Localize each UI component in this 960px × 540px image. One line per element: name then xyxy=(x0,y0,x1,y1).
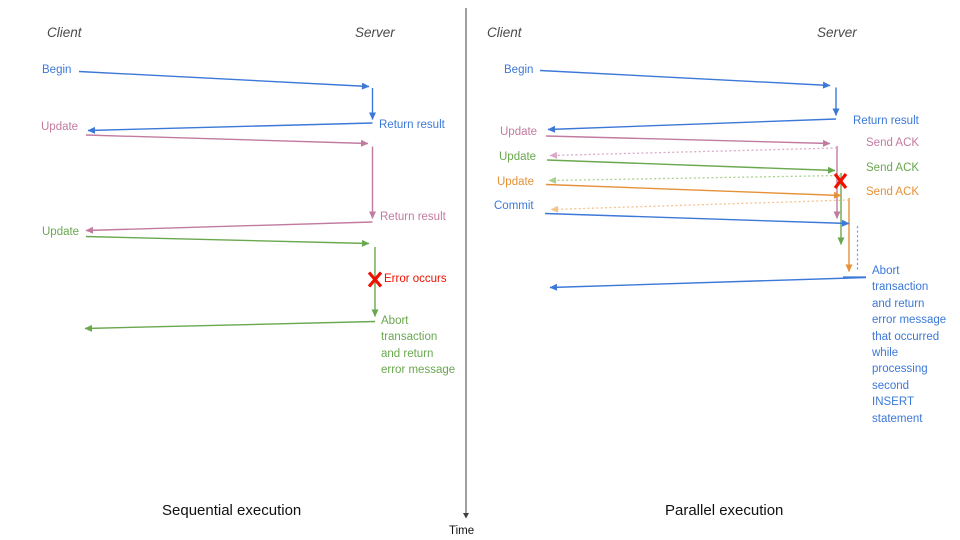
par-client-header: Client xyxy=(487,25,522,40)
par-ack2-dotted-arrow xyxy=(548,174,842,184)
par-return-result-label: Return result xyxy=(853,115,919,127)
par-begin-request-arrow xyxy=(539,69,831,89)
par-update-3-label: Update xyxy=(497,176,535,188)
par-update-1-label: Update xyxy=(500,126,538,138)
seq-return-result-1-label: Return result xyxy=(379,119,445,131)
par-ack3-dotted-arrow xyxy=(550,199,850,213)
seq-update1-response-arrow xyxy=(85,221,373,234)
seq-abort-label: Abort transaction and return error messa… xyxy=(381,315,456,377)
seq-update-1-label: Update xyxy=(41,121,79,133)
par-begin-response-arrow xyxy=(547,118,837,133)
sequential-execution-caption: Sequential execution xyxy=(162,502,302,519)
seq-error-x-icon xyxy=(367,271,383,288)
par-commit-flow xyxy=(544,212,867,291)
par-send-ack-1-label: Send ACK xyxy=(866,137,920,149)
seq-begin-flow xyxy=(78,70,376,134)
par-commit-label: Commit xyxy=(494,200,534,212)
par-update1-request-arrow xyxy=(545,135,831,147)
par-send-ack-2-label: Send ACK xyxy=(866,162,920,174)
time-axis-label: Time xyxy=(449,525,475,537)
par-begin-flow xyxy=(539,69,840,133)
par-update3-flow xyxy=(545,183,853,272)
seq-update1-flow xyxy=(85,134,376,234)
seq-server-header: Server xyxy=(355,25,395,40)
par-commit-request-arrow xyxy=(544,212,850,227)
seq-update2-request-arrow xyxy=(85,235,370,247)
seq-update2-flow xyxy=(84,235,379,332)
par-begin-label: Begin xyxy=(504,64,534,76)
seq-client-header: Client xyxy=(47,25,82,40)
par-update2-flow xyxy=(546,159,845,245)
parallel-execution-caption: Parallel execution xyxy=(665,502,784,519)
par-update1-flow xyxy=(545,135,841,219)
par-send-ack-3-label: Send ACK xyxy=(866,186,920,198)
par-error-x-icon xyxy=(833,173,848,189)
par-abort-label: Abort transaction and return error messa… xyxy=(872,265,947,425)
seq-abort-response-arrow xyxy=(84,320,376,332)
seq-update1-request-arrow xyxy=(85,134,369,147)
seq-begin-request-arrow xyxy=(78,70,370,90)
seq-return-result-2-label: Return result xyxy=(380,211,446,223)
par-ack1-dotted-arrow xyxy=(549,147,838,159)
par-update-2-label: Update xyxy=(499,151,537,163)
par-update2-request-arrow xyxy=(546,159,836,174)
seq-error-occurs-label: Error occurs xyxy=(384,273,447,285)
par-server-header: Server xyxy=(817,25,857,40)
seq-begin-response-arrow xyxy=(87,122,373,134)
seq-begin-label: Begin xyxy=(42,64,72,76)
seq-update-2-label: Update xyxy=(42,226,80,238)
par-abort-response-arrow xyxy=(549,276,867,291)
par-update3-request-arrow xyxy=(545,183,842,199)
